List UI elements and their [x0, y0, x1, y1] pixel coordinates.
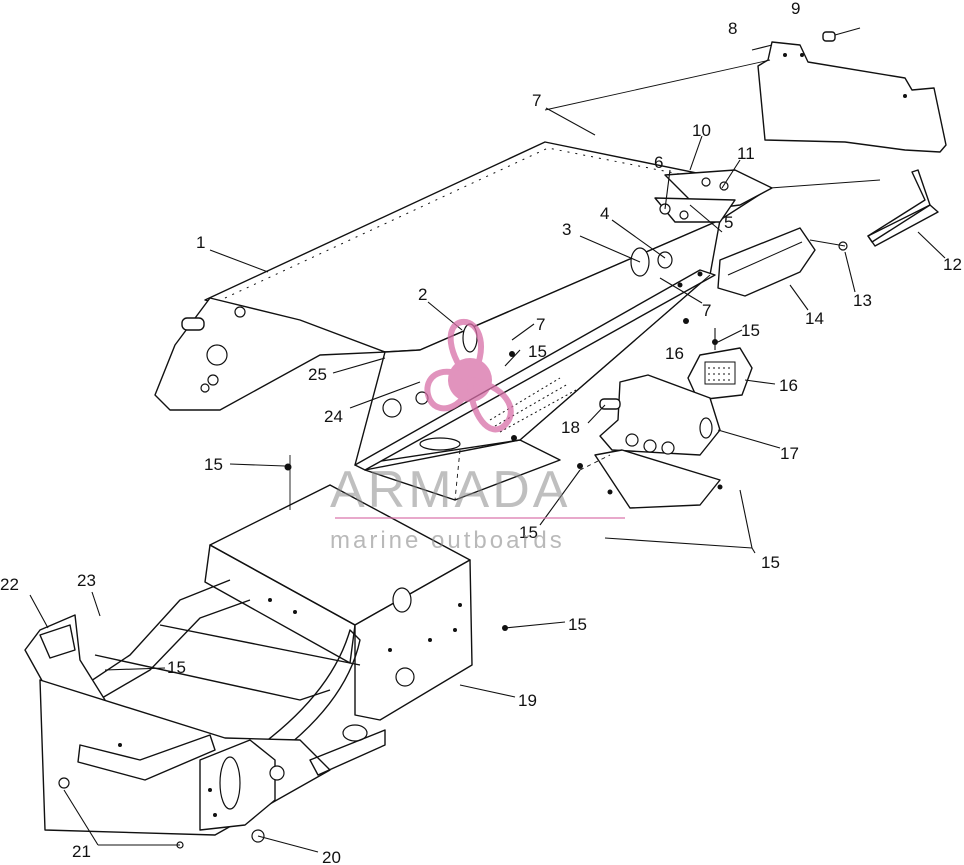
callout-16: 15: [528, 342, 547, 361]
callout-26: 25: [308, 365, 327, 384]
callout-15: 15: [167, 658, 186, 677]
callout-15: 15: [204, 455, 223, 474]
callout-8: 8: [728, 19, 737, 38]
front-frame-assembly: [24, 484, 473, 849]
callout-3: 3: [562, 220, 571, 239]
callout-15: 15: [761, 553, 780, 572]
rear-flap-assembly: [654, 27, 947, 297]
callout-12: 12: [943, 255, 962, 274]
callout-23: 22: [0, 575, 19, 594]
callout-15: 15: [568, 615, 587, 634]
propeller-logo: [424, 319, 514, 433]
callout-9: 9: [791, 0, 800, 18]
leader-lines: [29, 44, 946, 853]
callout-14: 14: [805, 309, 824, 328]
callout-2: 2: [418, 285, 427, 304]
callout-7: 7: [536, 315, 545, 334]
callout-21: 20: [322, 848, 341, 865]
callout-13: 13: [853, 291, 872, 310]
callout-15: 15: [741, 321, 760, 340]
callout-16: 16: [665, 344, 684, 363]
callout-24: 23: [77, 571, 96, 590]
callout-17: 16: [779, 376, 798, 395]
callout-25: 24: [324, 407, 343, 426]
callout-10: 10: [692, 121, 711, 140]
callout-22: 21: [72, 842, 91, 861]
watermark: ARMADA marine outboards: [330, 319, 625, 554]
callout-19: 18: [561, 418, 580, 437]
mid-hardware-group: [509, 318, 753, 509]
watermark-tagline: marine outboards: [330, 527, 565, 554]
watermark-brand: ARMADA: [330, 461, 570, 519]
callout-6: 6: [654, 153, 663, 172]
callout-7: 7: [532, 91, 541, 110]
callout-20: 19: [518, 691, 537, 710]
callout-18: 17: [780, 444, 799, 463]
callout-15: 15: [519, 523, 538, 542]
alignment-lines: [289, 59, 881, 510]
tunnel-assembly: [154, 141, 771, 501]
callout-1: 1: [196, 233, 205, 252]
callout-5: 5: [724, 213, 733, 232]
callout-4: 4: [600, 204, 609, 223]
callout-11: 11: [737, 144, 755, 163]
callout-7: 7: [702, 301, 711, 320]
